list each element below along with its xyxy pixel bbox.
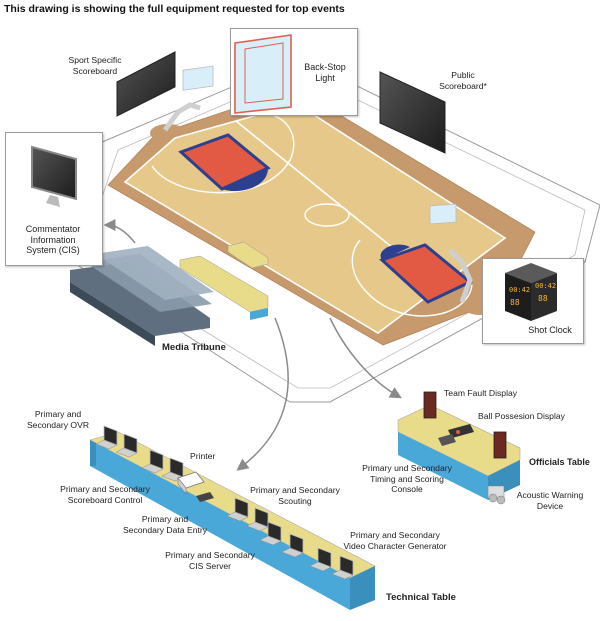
officials-table [397,391,521,505]
arrow-to-officials-table [329,317,402,399]
public-scoreboard [379,71,446,154]
cis-monitor-icon [31,145,77,207]
stanchion-right [448,248,473,303]
three-point-arc-left [151,112,295,194]
sport-scoreboard [116,51,176,117]
laptop [309,547,332,572]
team-fault-display-label: Team Fault Display [444,388,518,398]
shot-clock-icon: 00:42 00:42 88 88 [505,263,557,321]
laptop [259,521,282,546]
ball-possession-label: Ball Possesion Display [478,411,565,421]
backstop-light-callout [230,28,358,116]
laptop [115,433,138,458]
shot-clock-label: Shot Clock [528,325,572,335]
key-right-circle [380,244,410,260]
stanchion-left [162,102,201,132]
shot-clock-digits-right: 88 [538,294,548,303]
laptop [226,497,249,522]
acoustic-warning-device [487,485,506,505]
possession-light [456,430,460,434]
arrow-to-technical-table [236,317,289,471]
arrow-to-cis [103,219,136,244]
laptop [246,507,269,532]
printer-device [177,471,205,495]
page-title: This drawing is showing the full equipme… [4,3,345,15]
media-tribune [70,241,269,346]
media-tribune-label: Media Tribune [162,342,226,353]
laptops-group [95,425,354,580]
laptop [281,533,304,558]
backboard-left [182,65,214,91]
backboard-icon [234,34,292,114]
shot-clock-time-right: 00:42 [535,282,556,290]
team-fault-display-left [423,391,437,419]
shot-clock-time-left: 00:42 [509,286,530,294]
laptop [141,449,164,474]
officials-table-label: Officials Table [529,457,590,467]
ball-possession-display [448,424,474,438]
laptop [95,425,118,450]
technical-table-label: Technical Table [386,592,456,603]
backboard-right [429,203,457,225]
shot-clock-callout: 00:42 00:42 88 88 [482,258,584,344]
cis-callout [5,132,103,266]
shot-clock-digits-left: 88 [510,298,520,307]
cis-server-unit [196,492,214,502]
center-circle [304,203,350,227]
printer-label: Printer [190,451,216,461]
laptop [331,555,354,580]
team-fault-display-right [493,431,507,459]
timing-console [438,434,456,446]
key-left-circle [222,168,268,192]
